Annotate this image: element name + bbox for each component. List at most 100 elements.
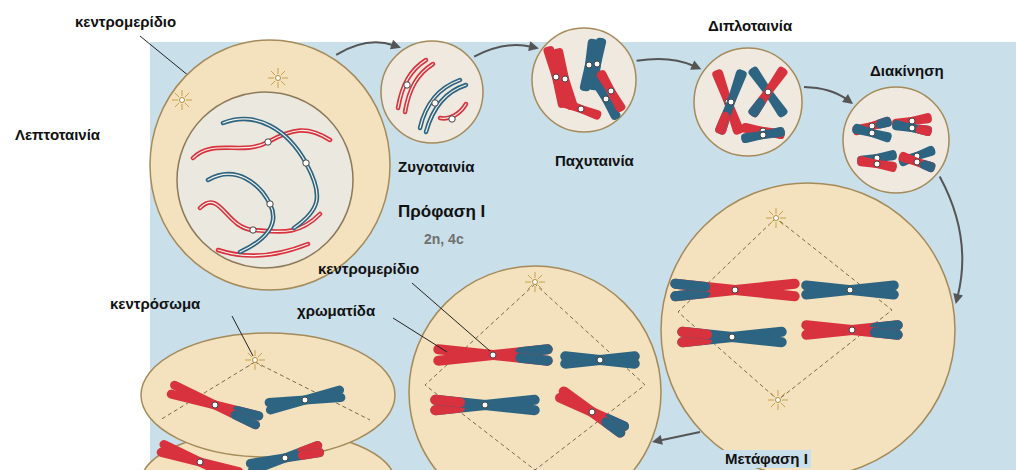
arrow-line [336,42,393,54]
chromatid [560,398,624,426]
chromatid-segment [675,293,705,296]
centromere [765,89,771,95]
chromatid [806,325,897,335]
aster-ray [186,100,192,101]
centromere [847,287,853,293]
aster-ray [175,103,179,107]
centromere [553,74,559,80]
aster-ray [278,68,279,74]
chromatid-segment [435,408,460,411]
chromatid-segment [875,332,898,334]
centromere [849,327,855,333]
spindle [678,218,892,400]
aster-ray [271,71,275,75]
chromatid [746,131,781,139]
chromosome-thread-core [426,85,466,132]
aster-ray [781,403,785,407]
aster-ray [259,360,265,361]
centrosome [253,358,258,363]
chromatid [862,160,893,168]
aster-ray [255,350,256,356]
chromosome-thread-core [218,244,308,256]
centromere [404,82,410,88]
centromere [282,455,288,461]
chromatid [857,128,887,138]
chromatid [806,325,897,335]
aster-ray [539,282,545,283]
cell-outline [693,47,803,157]
centrosome [533,280,538,285]
centrosome [276,76,281,81]
arrow-head [842,94,853,104]
centromere [490,352,496,358]
cell-stage: Ζυγοταινία [380,40,484,144]
aster-ray [528,275,532,279]
centromere [586,62,592,68]
centromere [597,357,603,363]
aster-ray [278,82,279,88]
anaphase-cell [409,266,661,470]
cell-outline [380,40,484,144]
centromere [914,159,920,165]
centromere [250,227,256,233]
centromere [869,130,875,136]
chromosome-thread-core [193,130,330,158]
cell-stage: Διακίνηση [842,86,950,194]
chromatid [806,285,894,294]
chromatid [675,284,794,297]
aster-ray [282,78,288,79]
chromatid-segment [606,422,620,432]
centromere [578,106,584,112]
cell [381,41,483,143]
cell-outline [148,38,392,292]
aster-ray [268,78,274,79]
stage-name: Μετάφαση I [722,450,811,468]
chromatid [745,133,781,137]
aster-ray [255,364,256,370]
chromatid [557,53,574,105]
stage-name: Λεπτοταινία [15,126,100,144]
aster-ray [281,71,285,75]
aster-ray [525,282,531,283]
aster-ray [776,222,777,228]
centromere [432,100,438,106]
callout-label: 2n, 4c [424,230,464,248]
chromatid-segment [719,116,725,130]
chromatid-segment [875,325,898,327]
chromosome-thread [193,130,330,158]
centromere [608,88,614,94]
chromosome-group [161,272,635,470]
chromatid-segment [880,123,888,125]
cell-outline [660,182,956,470]
aster-ray [182,104,183,110]
arrow-line [637,59,694,66]
stage-arrow [336,40,401,55]
callout-label: κεντρομερίδιο [318,260,419,278]
centromere [909,125,915,131]
aster-ray [781,393,785,397]
arrow-head [953,293,963,304]
chromatid-segment [675,284,705,287]
chromatid [438,349,547,360]
nucleus [177,92,353,268]
centromere [449,116,455,122]
chromatid [682,332,781,342]
chromatid [806,285,894,294]
centrosome [180,98,185,103]
centromere [732,287,738,293]
aster-ray [768,400,774,401]
chromatid [897,124,928,132]
arrow-head [390,40,401,50]
callout-label: χρωματίδα [297,302,375,320]
arrow-head [652,435,663,445]
cell [532,28,636,132]
centrosome [774,216,779,221]
chromatid [435,400,534,410]
arrow-head [528,41,539,51]
chromatid [438,349,547,360]
aster-ray [535,286,536,292]
aster-ray [258,363,262,367]
centrosome [776,398,781,403]
arrow-line [804,87,847,99]
chromatid-segment [235,415,255,425]
